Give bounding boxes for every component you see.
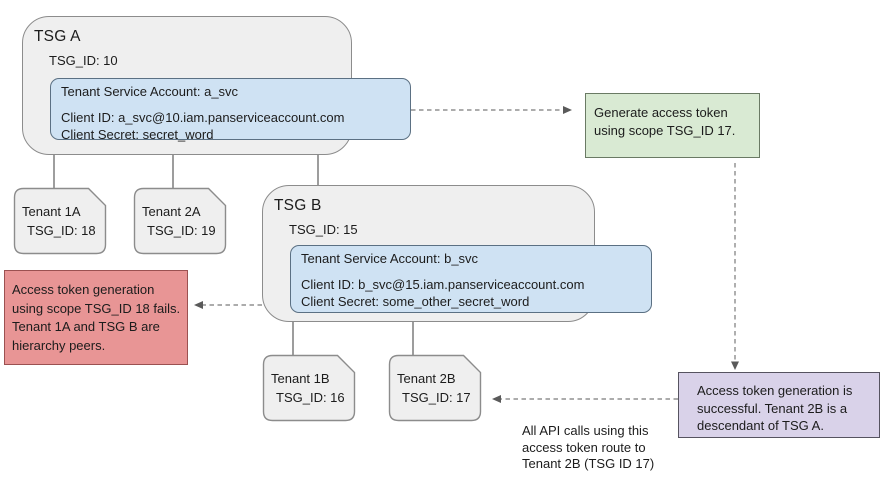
service-account-a-client-secret: Client Secret: secret_word — [61, 127, 214, 142]
tsg-a-title: TSG A — [34, 28, 81, 45]
tenant-1a-name: Tenant 1A — [22, 204, 81, 219]
tsg-b-id: TSG_ID: 15 — [289, 222, 358, 237]
arrow-right-icon — [563, 106, 572, 114]
tsg-b-title: TSG B — [274, 197, 322, 214]
arrow-down-icon — [731, 361, 739, 370]
note-token-success: Access token generation is successful. T… — [678, 372, 880, 438]
tenant-1b-name: Tenant 1B — [271, 371, 330, 386]
tenant-1a-id: TSG_ID: 18 — [27, 223, 96, 238]
service-account-b-client-id: Client ID: b_svc@15.iam.panserviceaccoun… — [301, 277, 585, 292]
tenant-1b-id: TSG_ID: 16 — [276, 390, 345, 405]
arrow-left-icon — [492, 395, 501, 403]
tsg-a-id: TSG_ID: 10 — [49, 53, 118, 68]
folded-card-shape — [133, 187, 227, 255]
folded-card-shape — [13, 187, 107, 255]
service-account-b-box: Tenant Service Account: b_svc Client ID:… — [290, 245, 652, 313]
tenant-2a-card: Tenant 2A TSG_ID: 19 — [133, 187, 227, 255]
note-api-route: All API calls using this access token ro… — [522, 423, 655, 471]
tenant-2a-id: TSG_ID: 19 — [147, 223, 216, 238]
service-account-a-title: Tenant Service Account: a_svc — [61, 84, 239, 99]
service-account-b-title: Tenant Service Account: b_svc — [301, 251, 479, 266]
tenant-2b-id: TSG_ID: 17 — [402, 390, 471, 405]
tenant-1a-card: Tenant 1A TSG_ID: 18 — [13, 187, 107, 255]
tenant-1b-card: Tenant 1B TSG_ID: 16 — [262, 354, 356, 422]
arrow-left-icon — [194, 301, 203, 309]
note-generate-token: Generate access token using scope TSG_ID… — [585, 93, 760, 158]
service-account-a-client-id: Client ID: a_svc@10.iam.panserviceaccoun… — [61, 110, 345, 125]
tenant-2b-card: Tenant 2B TSG_ID: 17 — [388, 354, 482, 422]
folded-card-shape — [388, 354, 482, 422]
note-token-fail: Access token generation using scope TSG_… — [4, 270, 188, 365]
service-account-b-client-secret: Client Secret: some_other_secret_word — [301, 294, 530, 309]
tenant-2a-name: Tenant 2A — [142, 204, 201, 219]
folded-card-shape — [262, 354, 356, 422]
tenant-2b-name: Tenant 2B — [397, 371, 456, 386]
service-account-a-box: Tenant Service Account: a_svc Client ID:… — [50, 78, 411, 142]
